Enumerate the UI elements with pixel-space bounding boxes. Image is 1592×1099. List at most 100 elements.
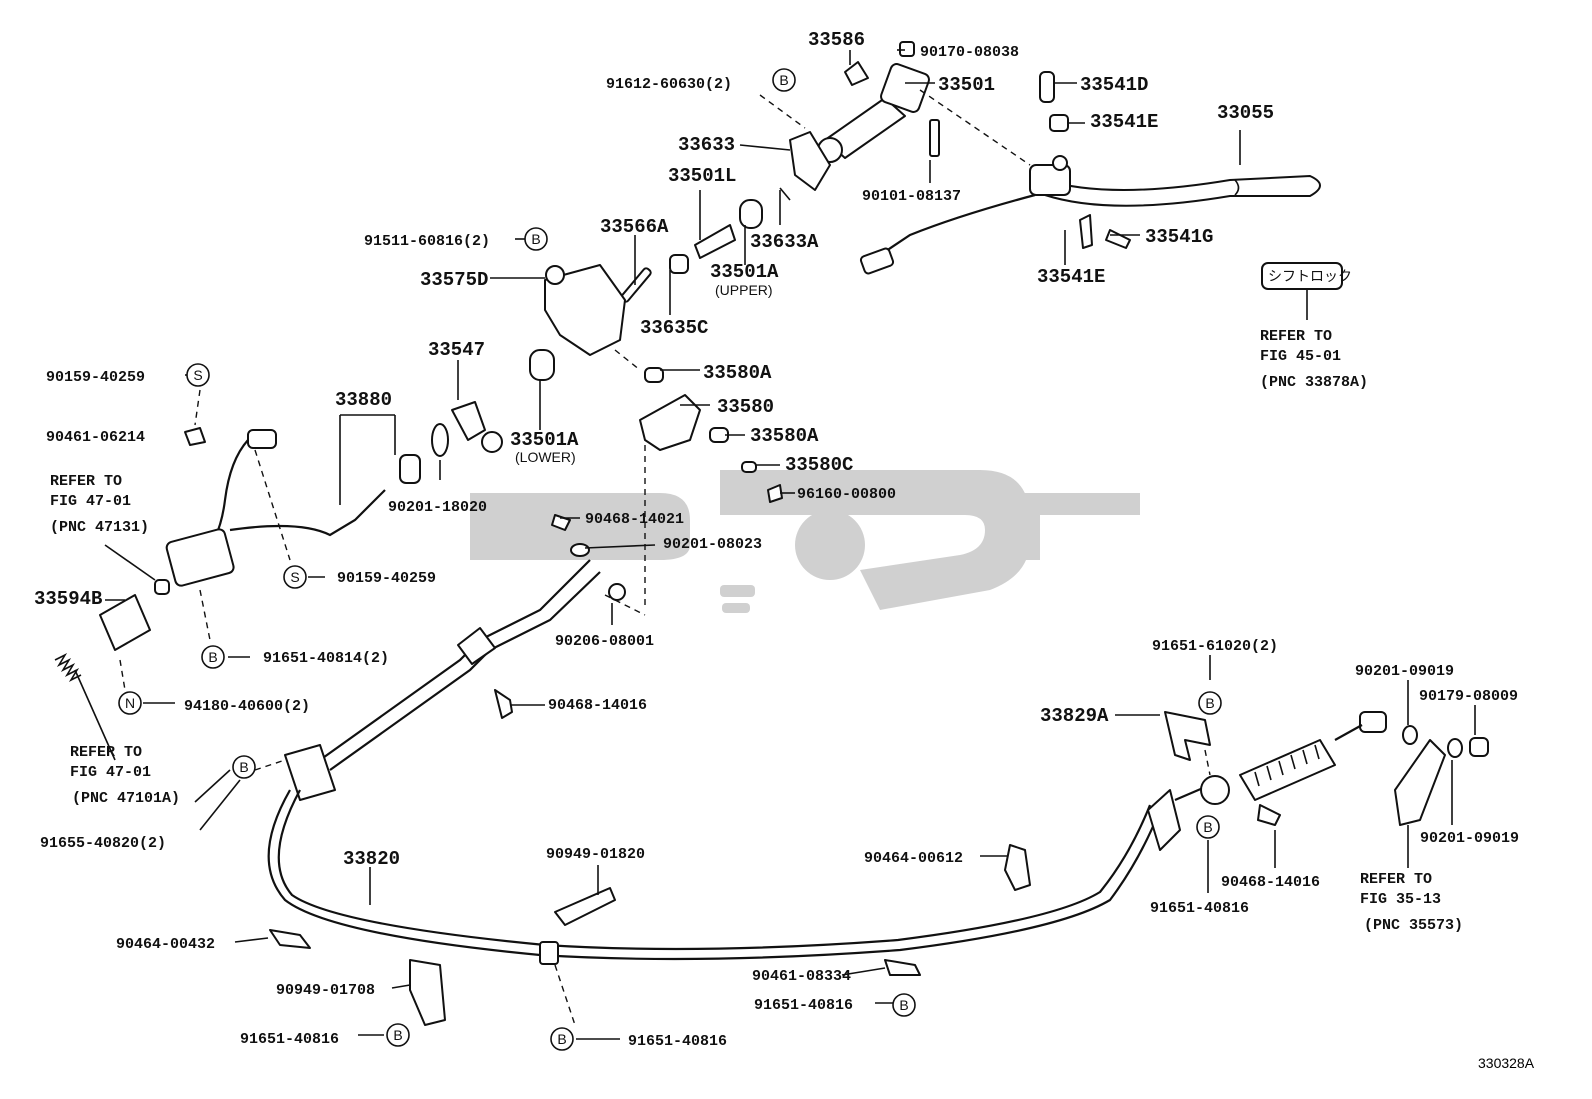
callout-91612-60630: 91612-60630(2) (606, 76, 732, 93)
fastener-marker-B: B (232, 755, 256, 779)
callout-refer-47b: REFER TO (70, 744, 142, 761)
callout-91511-60816: 91511-60816(2) (364, 233, 490, 250)
fastener-marker-letter: B (779, 72, 788, 88)
fastener-marker-letter: B (1203, 819, 1212, 835)
callout-33880: 33880 (335, 389, 392, 411)
fastener-marker-B: B (1198, 691, 1222, 715)
callout-33501L: 33501L (668, 165, 736, 187)
callout-33820: 33820 (343, 848, 400, 870)
callout-33829A: 33829A (1040, 705, 1109, 727)
leader-lines (74, 49, 1476, 1040)
callout-33586: 33586 (808, 29, 865, 51)
callout-33541E-bot: 33541E (1037, 266, 1105, 288)
callout-33633: 33633 (678, 134, 735, 156)
callout-90461-08334: 90461-08334 (752, 968, 851, 985)
figure-id: 330328A (1478, 1055, 1535, 1071)
callout-90461-06214: 90461-06214 (46, 429, 145, 446)
fastener-marker-letter: B (208, 649, 217, 665)
fastener-marker-B: B (550, 1027, 574, 1051)
callout-pnc-47131: (PNC 47131) (50, 519, 149, 536)
callout-90201-09019-top: 90201-09019 (1355, 663, 1454, 680)
callout-33580C: 33580C (785, 454, 853, 476)
callout-33580A-1: 33580A (703, 362, 772, 384)
callout-90468-14016-b: 90468-14016 (1221, 874, 1320, 891)
fastener-marker-letter: B (1205, 695, 1214, 711)
callout-pnc-35573: (PNC 35573) (1364, 917, 1463, 934)
callout-91651-40816-c: 91651-40816 (628, 1033, 727, 1050)
fastener-marker-B: B (386, 1023, 410, 1047)
callout-fig-45: FIG 45-01 (1260, 348, 1341, 365)
callout-90949-01708: 90949-01708 (276, 982, 375, 999)
callout-96160-00800: 96160-00800 (797, 486, 896, 503)
callout-91651-40816-l: 91651-40816 (240, 1031, 339, 1048)
fastener-marker-B: B (201, 645, 225, 669)
fastener-marker-B: B (1196, 815, 1220, 839)
callout-33635C: 33635C (640, 317, 708, 339)
fastener-marker-letter: B (393, 1027, 402, 1043)
callout-33594B: 33594B (34, 588, 102, 610)
fastener-marker-letter: B (557, 1031, 566, 1047)
callout-90468-14021: 90468-14021 (585, 511, 684, 528)
fastener-marker-letter: S (193, 367, 202, 383)
callout-90464-00432: 90464-00432 (116, 936, 215, 953)
callout-90201-08023: 90201-08023 (663, 536, 762, 553)
fastener-marker-letter: B (899, 997, 908, 1013)
callout-fig-47b: FIG 47-01 (70, 764, 151, 781)
callout-90468-14016-a: 90468-14016 (548, 697, 647, 714)
callout-33501A-upper: 33501A (710, 261, 779, 283)
fastener-marker-letter: N (125, 695, 135, 711)
callout-91651-40816-m: 91651-40816 (754, 997, 853, 1014)
watermark-logo (470, 470, 1140, 613)
callout-labels: 33586 90170-08038 91612-60630(2) B 33501 3354… (34, 29, 1519, 1051)
lever-pivot-part (817, 63, 930, 163)
callout-33541E-top: 33541E (1090, 111, 1158, 133)
callout-94180-40600: 94180-40600(2) (184, 698, 310, 715)
callout-33501A-lower: 33501A (510, 429, 579, 451)
callout-33547: 33547 (428, 339, 485, 361)
callout-33541G: 33541G (1145, 226, 1213, 248)
callout-33633A: 33633A (750, 231, 819, 253)
callout-90159-40259-top: 90159-40259 (46, 369, 145, 386)
fastener-marker-S: S (186, 363, 210, 387)
fastener-marker-letter: B (239, 759, 248, 775)
fastener-marker-letter: S (290, 569, 299, 585)
callout-pnc-47101A: (PNC 47101A) (72, 790, 180, 807)
callout-33541D: 33541D (1080, 74, 1148, 96)
callout-refer-47a: REFER TO (50, 473, 122, 490)
fastener-marker-B: B (524, 227, 548, 251)
callout-upper: (UPPER) (715, 282, 773, 298)
callout-33575D: 33575D (420, 269, 488, 291)
callout-91651-40814: 91651-40814(2) (263, 650, 389, 667)
callout-91651-61020: 91651-61020(2) (1152, 638, 1278, 655)
callout-fig-47a: FIG 47-01 (50, 493, 131, 510)
callout-lower: (LOWER) (515, 449, 576, 465)
callout-90206-08001: 90206-08001 (555, 633, 654, 650)
callout-33580A-2: 33580A (750, 425, 819, 447)
callout-90201-18020: 90201-18020 (388, 499, 487, 516)
callout-33501: 33501 (938, 74, 995, 96)
callout-90179-08009: 90179-08009 (1419, 688, 1518, 705)
callout-pnc-33878A: (PNC 33878A) (1260, 374, 1368, 391)
guide-lines (119, 89, 1211, 1026)
callout-fig-35: FIG 35-13 (1360, 891, 1441, 908)
callout-91651-40816-r: 91651-40816 (1150, 900, 1249, 917)
fastener-marker-N: N (118, 691, 142, 715)
fastener-marker-B: B (772, 68, 796, 92)
fastener-marker-S: S (283, 565, 307, 589)
callout-90949-01820: 90949-01820 (546, 846, 645, 863)
small-components (399, 41, 1131, 719)
shift-lock-label-box (1261, 262, 1343, 290)
fastener-marker-letter: B (531, 231, 540, 247)
callout-90464-00612: 90464-00612 (864, 850, 963, 867)
callout-90170-08038: 90170-08038 (920, 44, 1019, 61)
callout-90101-08137: 90101-08137 (862, 188, 961, 205)
callout-90201-09019-bot: 90201-09019 (1420, 830, 1519, 847)
callout-refer-45: REFER TO (1260, 328, 1332, 345)
main-cable-33820 (267, 559, 1489, 1026)
sensor-harness (54, 427, 386, 682)
callout-33566A: 33566A (600, 216, 669, 238)
callout-jp-label: シフトロック (1268, 268, 1352, 284)
callout-90159-40259-bot: 90159-40259 (337, 570, 436, 587)
